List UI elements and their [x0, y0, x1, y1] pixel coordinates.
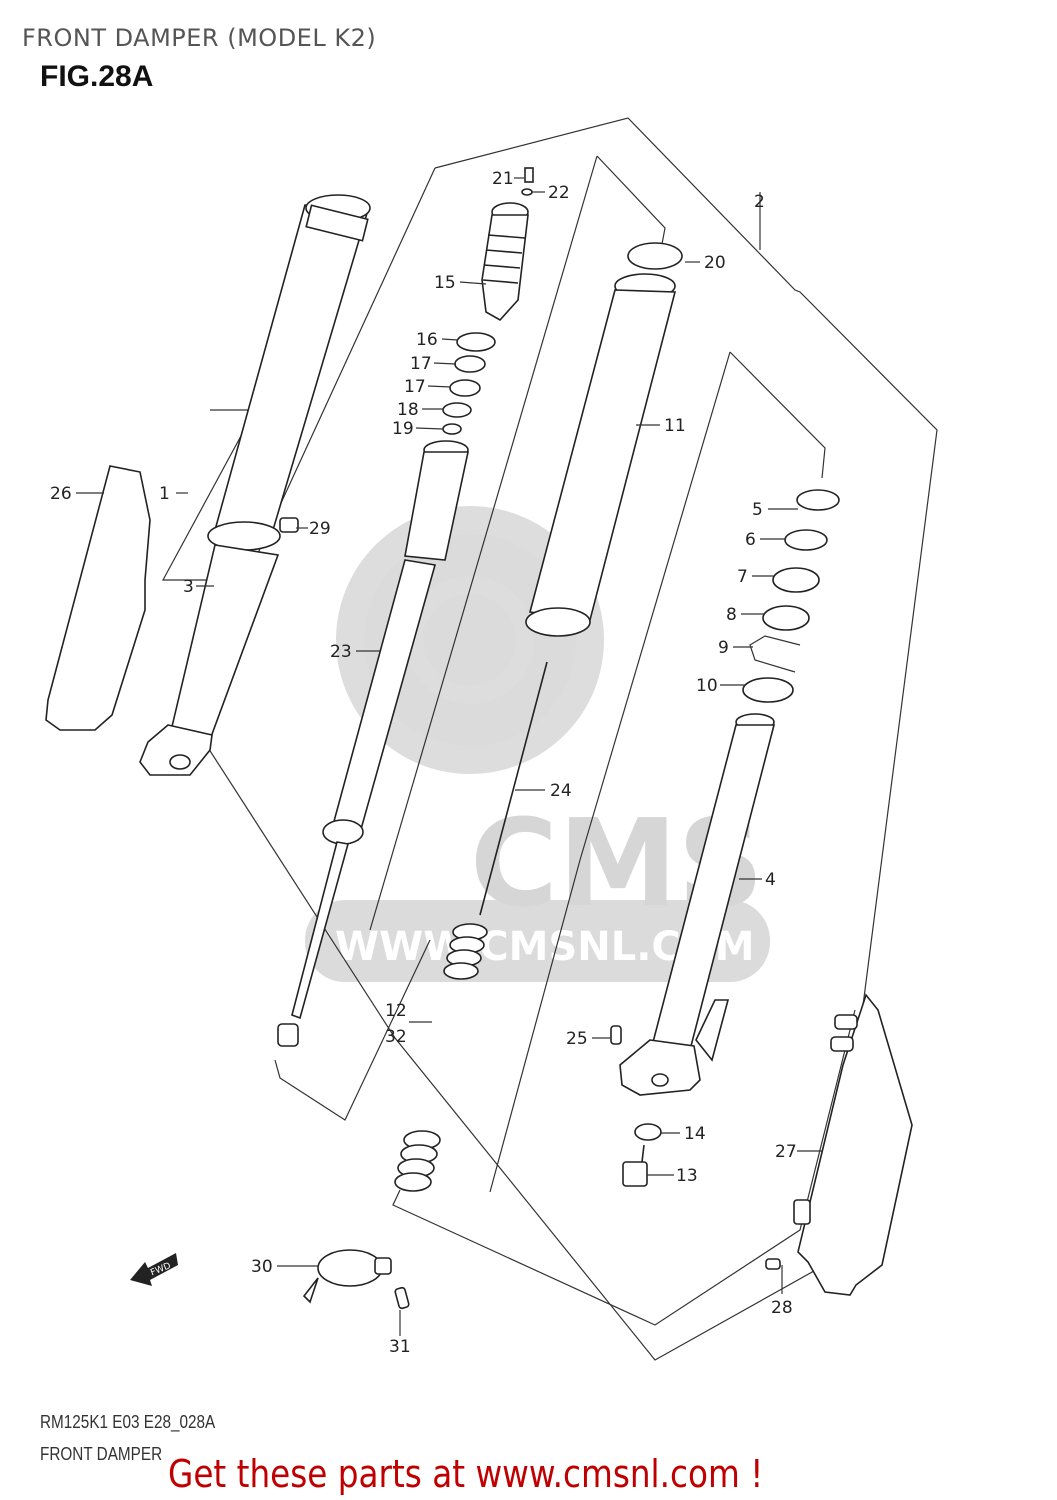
callout-17a: 17: [410, 354, 432, 374]
callout-23: 23: [330, 642, 352, 662]
callout-1: 1: [159, 484, 170, 504]
callout-21: 21: [492, 169, 514, 189]
callout-5: 5: [752, 500, 763, 520]
callout-24: 24: [550, 781, 572, 801]
part-damper-rod-23: [277, 440, 469, 1047]
callout-14: 14: [684, 1124, 706, 1144]
diagram-name: FRONT DAMPER: [40, 1444, 163, 1464]
page-title: FRONT DAMPER (MODEL K2): [22, 24, 377, 52]
callout-7: 7: [737, 567, 748, 587]
callout-6: 6: [745, 530, 756, 550]
part-outer-fork-tube-left: [139, 194, 371, 776]
callout-4: 4: [765, 870, 776, 890]
callout-26: 26: [50, 484, 72, 504]
callout-15: 15: [434, 273, 456, 293]
callout-19: 19: [392, 419, 414, 439]
part-rings-16-19: [442, 332, 496, 435]
callout-18: 18: [397, 400, 419, 420]
fwd-arrow-icon: FWD: [130, 1253, 178, 1286]
callout-16: 16: [416, 330, 438, 350]
callout-29: 29: [309, 519, 331, 539]
part-oring-20: [627, 242, 683, 270]
callout-11: 11: [664, 416, 686, 436]
callout-20: 20: [704, 253, 726, 273]
fwd-arrow-label: FWD: [149, 1261, 172, 1278]
part-inner-tube-11: [525, 273, 677, 637]
callout-22: 22: [548, 183, 570, 203]
part-drain-plug-13: [622, 1144, 648, 1187]
promo-link[interactable]: Get these parts at www.cmsnl.com !: [168, 1452, 764, 1496]
figure-title: FIG.28A: [40, 60, 154, 93]
callout-31: 31: [389, 1337, 411, 1357]
cartridge-outline: [161, 155, 856, 1326]
part-fork-guard-right: [793, 993, 913, 1296]
callout-25: 25: [566, 1029, 588, 1049]
part-cartridge-head-15: [481, 167, 534, 322]
part-seals-5-10: [742, 489, 840, 703]
callout-32: 32: [385, 1027, 407, 1047]
callout-17b: 17: [404, 377, 426, 397]
callout-28: 28: [771, 1298, 793, 1318]
callout-13: 13: [676, 1166, 698, 1186]
part-bolt-25: [610, 1025, 622, 1045]
part-rod-24: [479, 661, 548, 916]
callout-12: 12: [385, 1001, 407, 1021]
diagram-code: RM125K1 E03 E28_028A: [40, 1412, 216, 1432]
part-bolt-28: [765, 1258, 781, 1270]
part-bolt-31: [394, 1286, 410, 1310]
part-spring-32: [394, 1130, 441, 1192]
callout-3: 3: [183, 577, 194, 597]
callout-30: 30: [251, 1257, 273, 1277]
part-washer-14: [634, 1123, 662, 1141]
part-clamp-30: [302, 1249, 392, 1304]
callout-8: 8: [726, 605, 737, 625]
callout-10: 10: [696, 676, 718, 696]
callout-9: 9: [718, 638, 729, 658]
part-fork-guard-left: [45, 465, 151, 731]
callout-2: 2: [754, 192, 765, 212]
callout-labels: 1 2 3 4 5 6 7 8 9 10 11 12 13 14 15 16 1…: [50, 169, 797, 1357]
leader-lines: [76, 177, 822, 1336]
part-spring-12: [443, 923, 488, 980]
callout-27: 27: [775, 1142, 797, 1162]
part-lower-tube-4: [619, 713, 776, 1096]
